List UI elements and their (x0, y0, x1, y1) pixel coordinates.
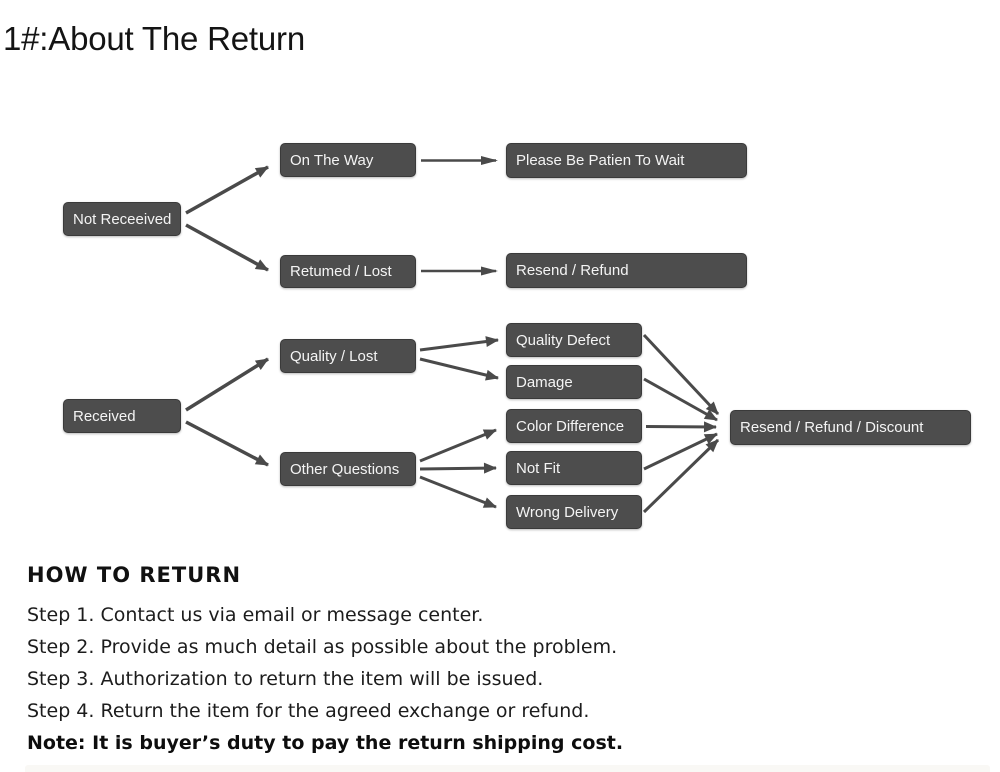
arrow-other-questions-to-wrong-delivery (419, 475, 497, 509)
flow-node-wrong-delivery: Wrong Delivery (506, 495, 642, 529)
return-step-4: Step 4. Return the item for the agreed e… (27, 700, 590, 722)
arrow-received-to-other-questions (185, 420, 269, 467)
return-step-1: Step 1. Contact us via email or message … (27, 604, 484, 626)
arrow-quality-lost-to-quality-defect (419, 336, 499, 352)
flowchart-arrows (185, 156, 720, 514)
arrow-other-questions-to-color-difference (419, 428, 497, 463)
arrow-other-questions-to-not-fit (419, 462, 497, 474)
flow-node-other-questions: Other Questions (280, 452, 416, 486)
flow-node-resend-refund-discount: Resend / Refund / Discount (730, 410, 971, 445)
arrow-damage-to-final (643, 377, 718, 422)
how-to-return-heading: HOW TO RETURN (27, 563, 242, 587)
arrow-not-received-to-returned-lost (185, 223, 269, 272)
return-note: Note: It is buyer’s duty to pay the retu… (27, 732, 624, 754)
arrow-quality-defect-to-final (642, 333, 720, 416)
arrow-received-to-quality-lost (185, 357, 269, 412)
flow-node-color-difference: Color Difference (506, 409, 642, 443)
how-to-return-section: HOW TO RETURN Step 1. Contact us via ema… (27, 563, 977, 759)
arrow-not-fit-to-final (643, 432, 718, 471)
flow-node-damage: Damage (506, 365, 642, 399)
flow-node-quality-lost: Quality / Lost (280, 339, 416, 373)
arrow-not-received-to-on-the-way (185, 165, 269, 215)
flow-node-returned-lost: Retumed / Lost (280, 255, 416, 288)
bottom-partial-element (25, 765, 990, 772)
arrow-quality-lost-to-damage (419, 357, 499, 381)
return-flowchart: Not Receeived On The Way Please Be Patie… (63, 143, 971, 529)
flow-node-received: Received (63, 399, 181, 433)
flow-node-resend-refund: Resend / Refund (506, 253, 747, 288)
flow-node-quality-defect: Quality Defect (506, 323, 642, 357)
flow-node-on-the-way: On The Way (280, 143, 416, 177)
arrow-color-difference-to-final (645, 421, 717, 433)
arrow-wrong-delivery-to-final (642, 438, 720, 514)
flow-node-not-fit: Not Fit (506, 451, 642, 485)
return-step-3: Step 3. Authorization to return the item… (27, 668, 544, 690)
page-title: 1#:About The Return (3, 20, 305, 57)
return-step-2: Step 2. Provide as much detail as possib… (27, 636, 618, 658)
flow-node-not-received: Not Receeived (63, 202, 181, 236)
flow-node-patient-wait: Please Be Patien To Wait (506, 143, 747, 178)
